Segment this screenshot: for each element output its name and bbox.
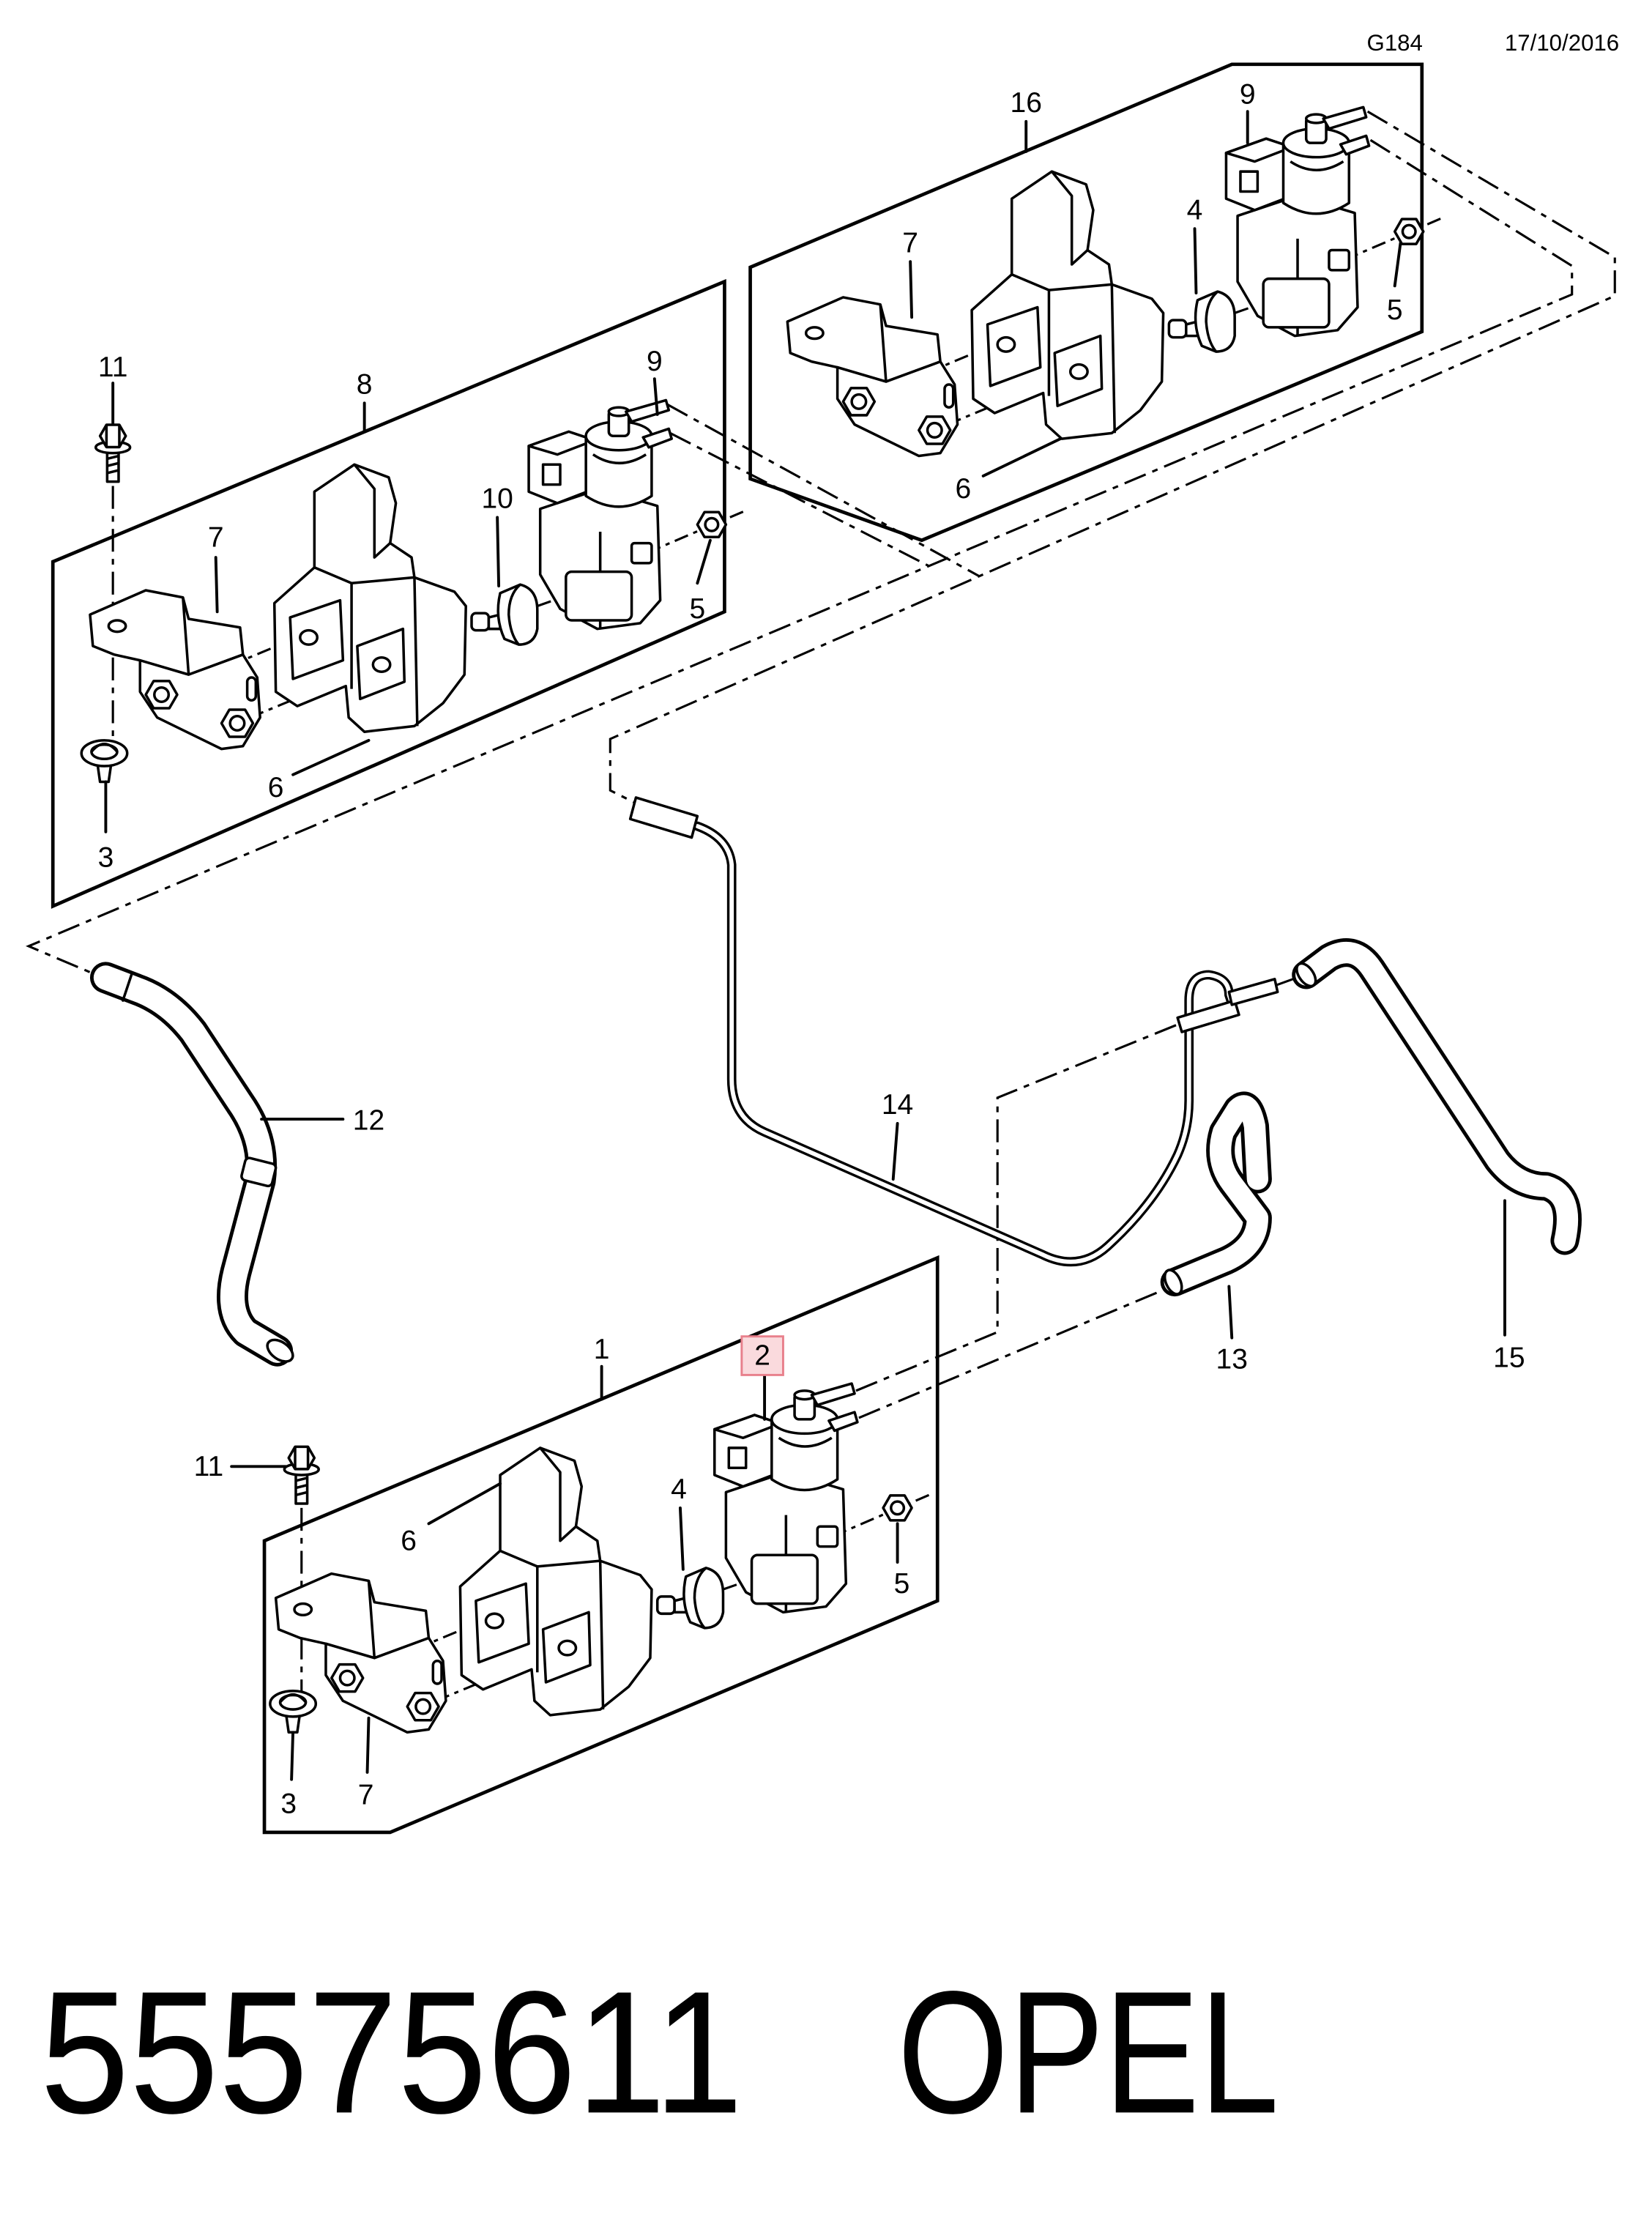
route-valve2-to-pipe14 bbox=[855, 1022, 1181, 1392]
rubber-mount bbox=[458, 1446, 653, 1717]
nut bbox=[882, 1494, 913, 1522]
nut bbox=[696, 510, 728, 538]
callout-middle-hose: 13 bbox=[1216, 1343, 1248, 1375]
callout-nut: 5 bbox=[690, 593, 706, 625]
diagram-code: G184 bbox=[1367, 30, 1423, 56]
callout-screw: 11 bbox=[194, 1451, 224, 1482]
leader-lines bbox=[104, 110, 1506, 1781]
damper bbox=[1167, 290, 1236, 353]
callout-valve-highlighted: 2 bbox=[754, 1340, 770, 1372]
callout-valve: 9 bbox=[1240, 78, 1256, 110]
screw-lower bbox=[283, 1445, 320, 1505]
nut bbox=[1393, 218, 1425, 245]
panel-frame-1 bbox=[262, 1255, 940, 1835]
pipe-14 bbox=[628, 796, 1279, 1267]
callout-clip: 3 bbox=[280, 1788, 297, 1819]
callout-nut: 5 bbox=[894, 1568, 910, 1600]
callouts-upper-right: 16 9 7 4 5 6 bbox=[902, 78, 1402, 505]
callout-bracket: 7 bbox=[902, 227, 918, 259]
screw-upper bbox=[94, 423, 132, 483]
clip-lower bbox=[269, 1689, 318, 1734]
solenoid-valve bbox=[527, 398, 673, 631]
callout-damper: 4 bbox=[1187, 194, 1203, 226]
damper bbox=[655, 1567, 725, 1630]
callout-damper: 10 bbox=[481, 483, 513, 515]
callout-screw: 11 bbox=[98, 352, 128, 383]
callout-right-hose: 15 bbox=[1493, 1342, 1525, 1373]
clip-upper bbox=[80, 739, 129, 784]
hose-routing-dashes bbox=[26, 110, 1616, 1693]
rubber-mount bbox=[970, 170, 1165, 440]
assembly-16-parts bbox=[786, 105, 1442, 458]
callout-bracket: 7 bbox=[208, 521, 224, 553]
panel-frame-16 bbox=[748, 62, 1424, 543]
callout-nut: 5 bbox=[1387, 294, 1403, 326]
callout-mount: 6 bbox=[268, 772, 284, 803]
diagram-date: 17/10/2016 bbox=[1505, 30, 1619, 56]
callout-assembly: 16 bbox=[1011, 87, 1042, 119]
hose-12 bbox=[89, 962, 294, 1367]
callout-pipe: 14 bbox=[882, 1089, 913, 1121]
callout-damper: 4 bbox=[671, 1474, 687, 1505]
damper bbox=[470, 583, 539, 646]
assembly-1-parts bbox=[274, 1382, 931, 1734]
rubber-mount bbox=[272, 463, 467, 733]
hose-15 bbox=[1292, 938, 1582, 1255]
route-pipe14-to-hose15 bbox=[1273, 973, 1306, 988]
callout-mount: 6 bbox=[955, 473, 971, 505]
route-valve2-to-hose13 bbox=[858, 1285, 1172, 1419]
callout-bracket: 7 bbox=[358, 1780, 374, 1811]
brand-name: OPEL bbox=[898, 1955, 1279, 2150]
callout-clip: 3 bbox=[98, 842, 114, 873]
route-valve16-to-hose12 bbox=[26, 138, 1574, 979]
panel-frame-8 bbox=[51, 278, 726, 909]
callout-assembly: 8 bbox=[357, 368, 373, 400]
callouts-lines: 12 14 13 15 bbox=[353, 1089, 1525, 1375]
route-valve8-port-a bbox=[666, 403, 980, 577]
solenoid-valve bbox=[713, 1382, 859, 1614]
highlight-box bbox=[740, 1335, 784, 1376]
bracket bbox=[89, 589, 261, 751]
hose-13 bbox=[1160, 1091, 1272, 1297]
callout-assembly: 1 bbox=[594, 1334, 610, 1365]
route-valve8-port-b bbox=[669, 431, 930, 568]
callout-mount: 6 bbox=[401, 1525, 417, 1556]
callouts-upper-left: 11 8 9 7 10 5 6 3 bbox=[98, 346, 706, 873]
bracket bbox=[786, 296, 959, 458]
callouts-lower: 1 2 11 6 4 5 3 7 bbox=[194, 1334, 910, 1820]
callout-left-hose: 12 bbox=[353, 1105, 384, 1137]
part-number: 55575611 bbox=[40, 1955, 743, 2150]
assembly-8-parts bbox=[89, 398, 745, 751]
route-valve16-to-pipe14 bbox=[609, 110, 1616, 806]
callout-valve: 9 bbox=[647, 346, 663, 377]
